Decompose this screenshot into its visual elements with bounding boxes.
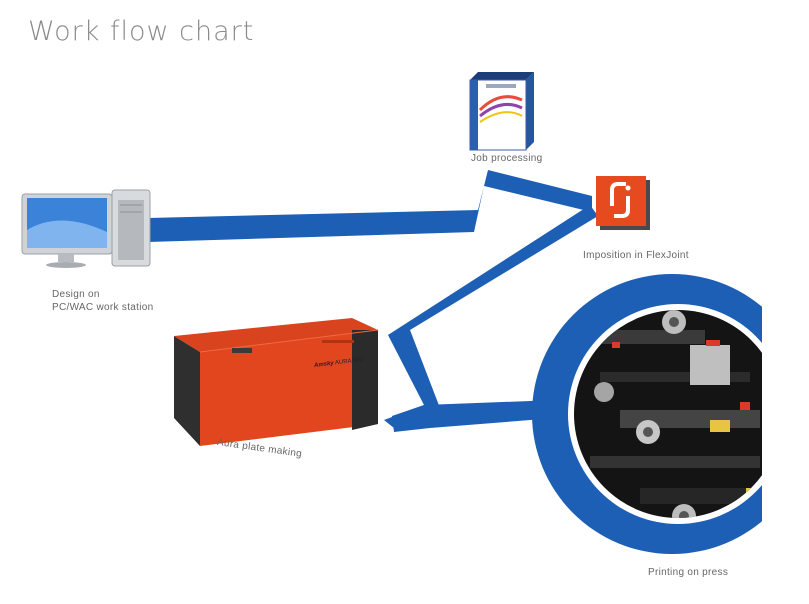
platesetter-machine-icon (174, 318, 379, 446)
job-processing-label: Job processing (471, 153, 543, 164)
flexjoint-logo-icon (596, 176, 650, 230)
design-label: Design on PC/WAC work station (52, 288, 153, 314)
press-label: Printing on press (648, 567, 729, 578)
page-title: Work flow chart (28, 16, 255, 47)
printing-press-photo (532, 260, 809, 580)
flow-band-design-to-imposition (148, 170, 592, 242)
design-label-line2: PC/WAC work station (52, 302, 154, 313)
computer-workstation-icon (21, 189, 151, 268)
flow-band-plate-to-press (392, 400, 556, 432)
flow-band-imposition-to-plate (384, 205, 598, 428)
software-box-icon (469, 72, 534, 151)
imposition-label: Imposition in FlexJoint (583, 250, 689, 261)
design-label-line1: Design on (52, 289, 100, 300)
